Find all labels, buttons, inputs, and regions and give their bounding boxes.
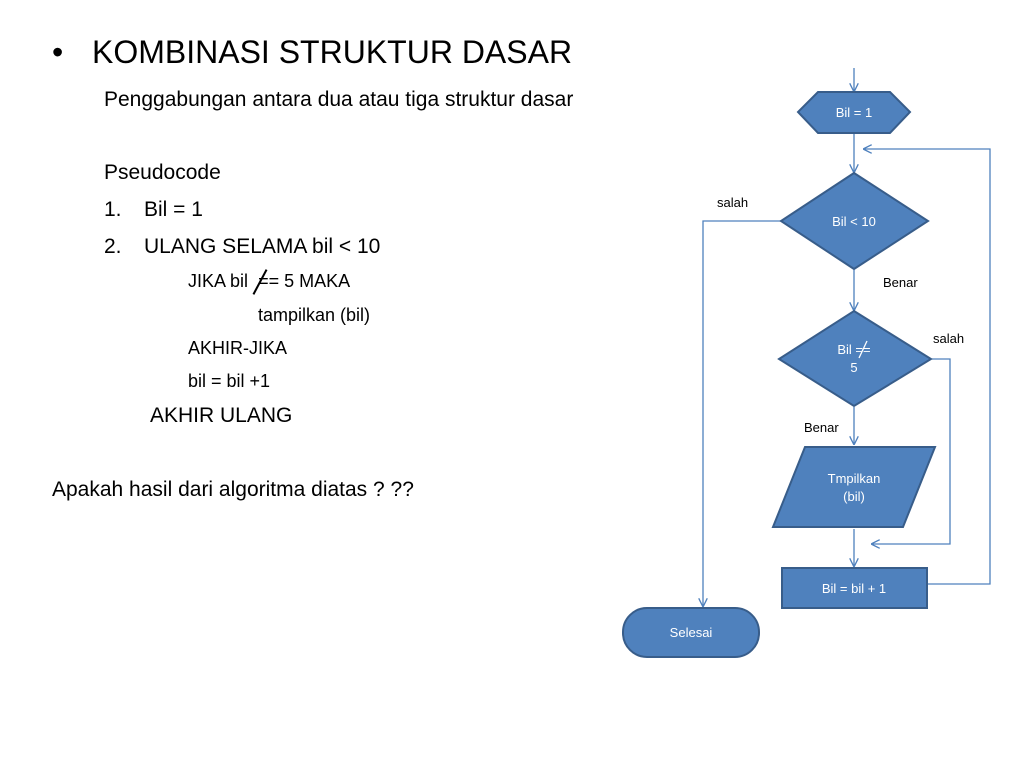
step-text: Bil = 1: [144, 198, 203, 221]
arrow-loop-salah: [703, 220, 781, 606]
check-decision-label-2: 5: [850, 360, 857, 375]
label-salah-check: salah: [933, 331, 964, 346]
output-shape: [771, 446, 937, 528]
init-shape: [796, 91, 912, 134]
pseudocode-display: tampilkan (bil): [258, 305, 371, 325]
if-prefix: JIKA bil: [188, 271, 249, 291]
increment-shape: [781, 567, 928, 609]
step-number: 1.: [104, 198, 122, 221]
output-label-2: (bil): [843, 489, 865, 504]
check-decision-shape: [777, 309, 933, 408]
label-benar-check: Benar: [804, 420, 839, 435]
arrow-check-salah: [872, 358, 951, 544]
loop-decision-label: Bil < 10: [832, 214, 876, 229]
end-label: Selesai: [670, 625, 713, 640]
loop-decision-shape: [779, 171, 930, 271]
bullet-icon: •: [52, 34, 64, 70]
label-benar-loop: Benar: [883, 275, 918, 290]
pseudocode-increment: bil = bil +1: [188, 371, 271, 391]
pseudocode-end-if: AKHIR-JIKA: [188, 338, 288, 358]
pseudocode-heading: Pseudocode: [104, 161, 221, 184]
end-shape: [622, 607, 760, 658]
increment-label: Bil = bil + 1: [822, 581, 886, 596]
not-equal-operator: ==: [252, 269, 279, 295]
check-decision-label-1: Bil ==: [837, 342, 870, 357]
arrow-loop-back: [864, 149, 991, 585]
output-label-1: Tmpilkan: [828, 471, 881, 486]
title-text: KOMBINASI STRUKTUR DASAR: [92, 34, 573, 70]
question-text: Apakah hasil dari algoritma diatas ? ??: [52, 478, 414, 501]
label-salah-loop: salah: [717, 195, 748, 210]
not-equal-slash-icon: [858, 340, 868, 359]
init-label: Bil = 1: [836, 105, 873, 120]
if-suffix: 5 MAKA: [284, 271, 351, 291]
pseudocode-if-line: JIKA bil == 5 MAKA: [188, 269, 351, 295]
subtitle: Penggabungan antara dua atau tiga strukt…: [104, 88, 574, 111]
step-number: 2.: [104, 235, 122, 258]
step-text: ULANG SELAMA bil < 10: [144, 235, 381, 258]
pseudocode-end-loop: AKHIR ULANG: [150, 404, 293, 427]
